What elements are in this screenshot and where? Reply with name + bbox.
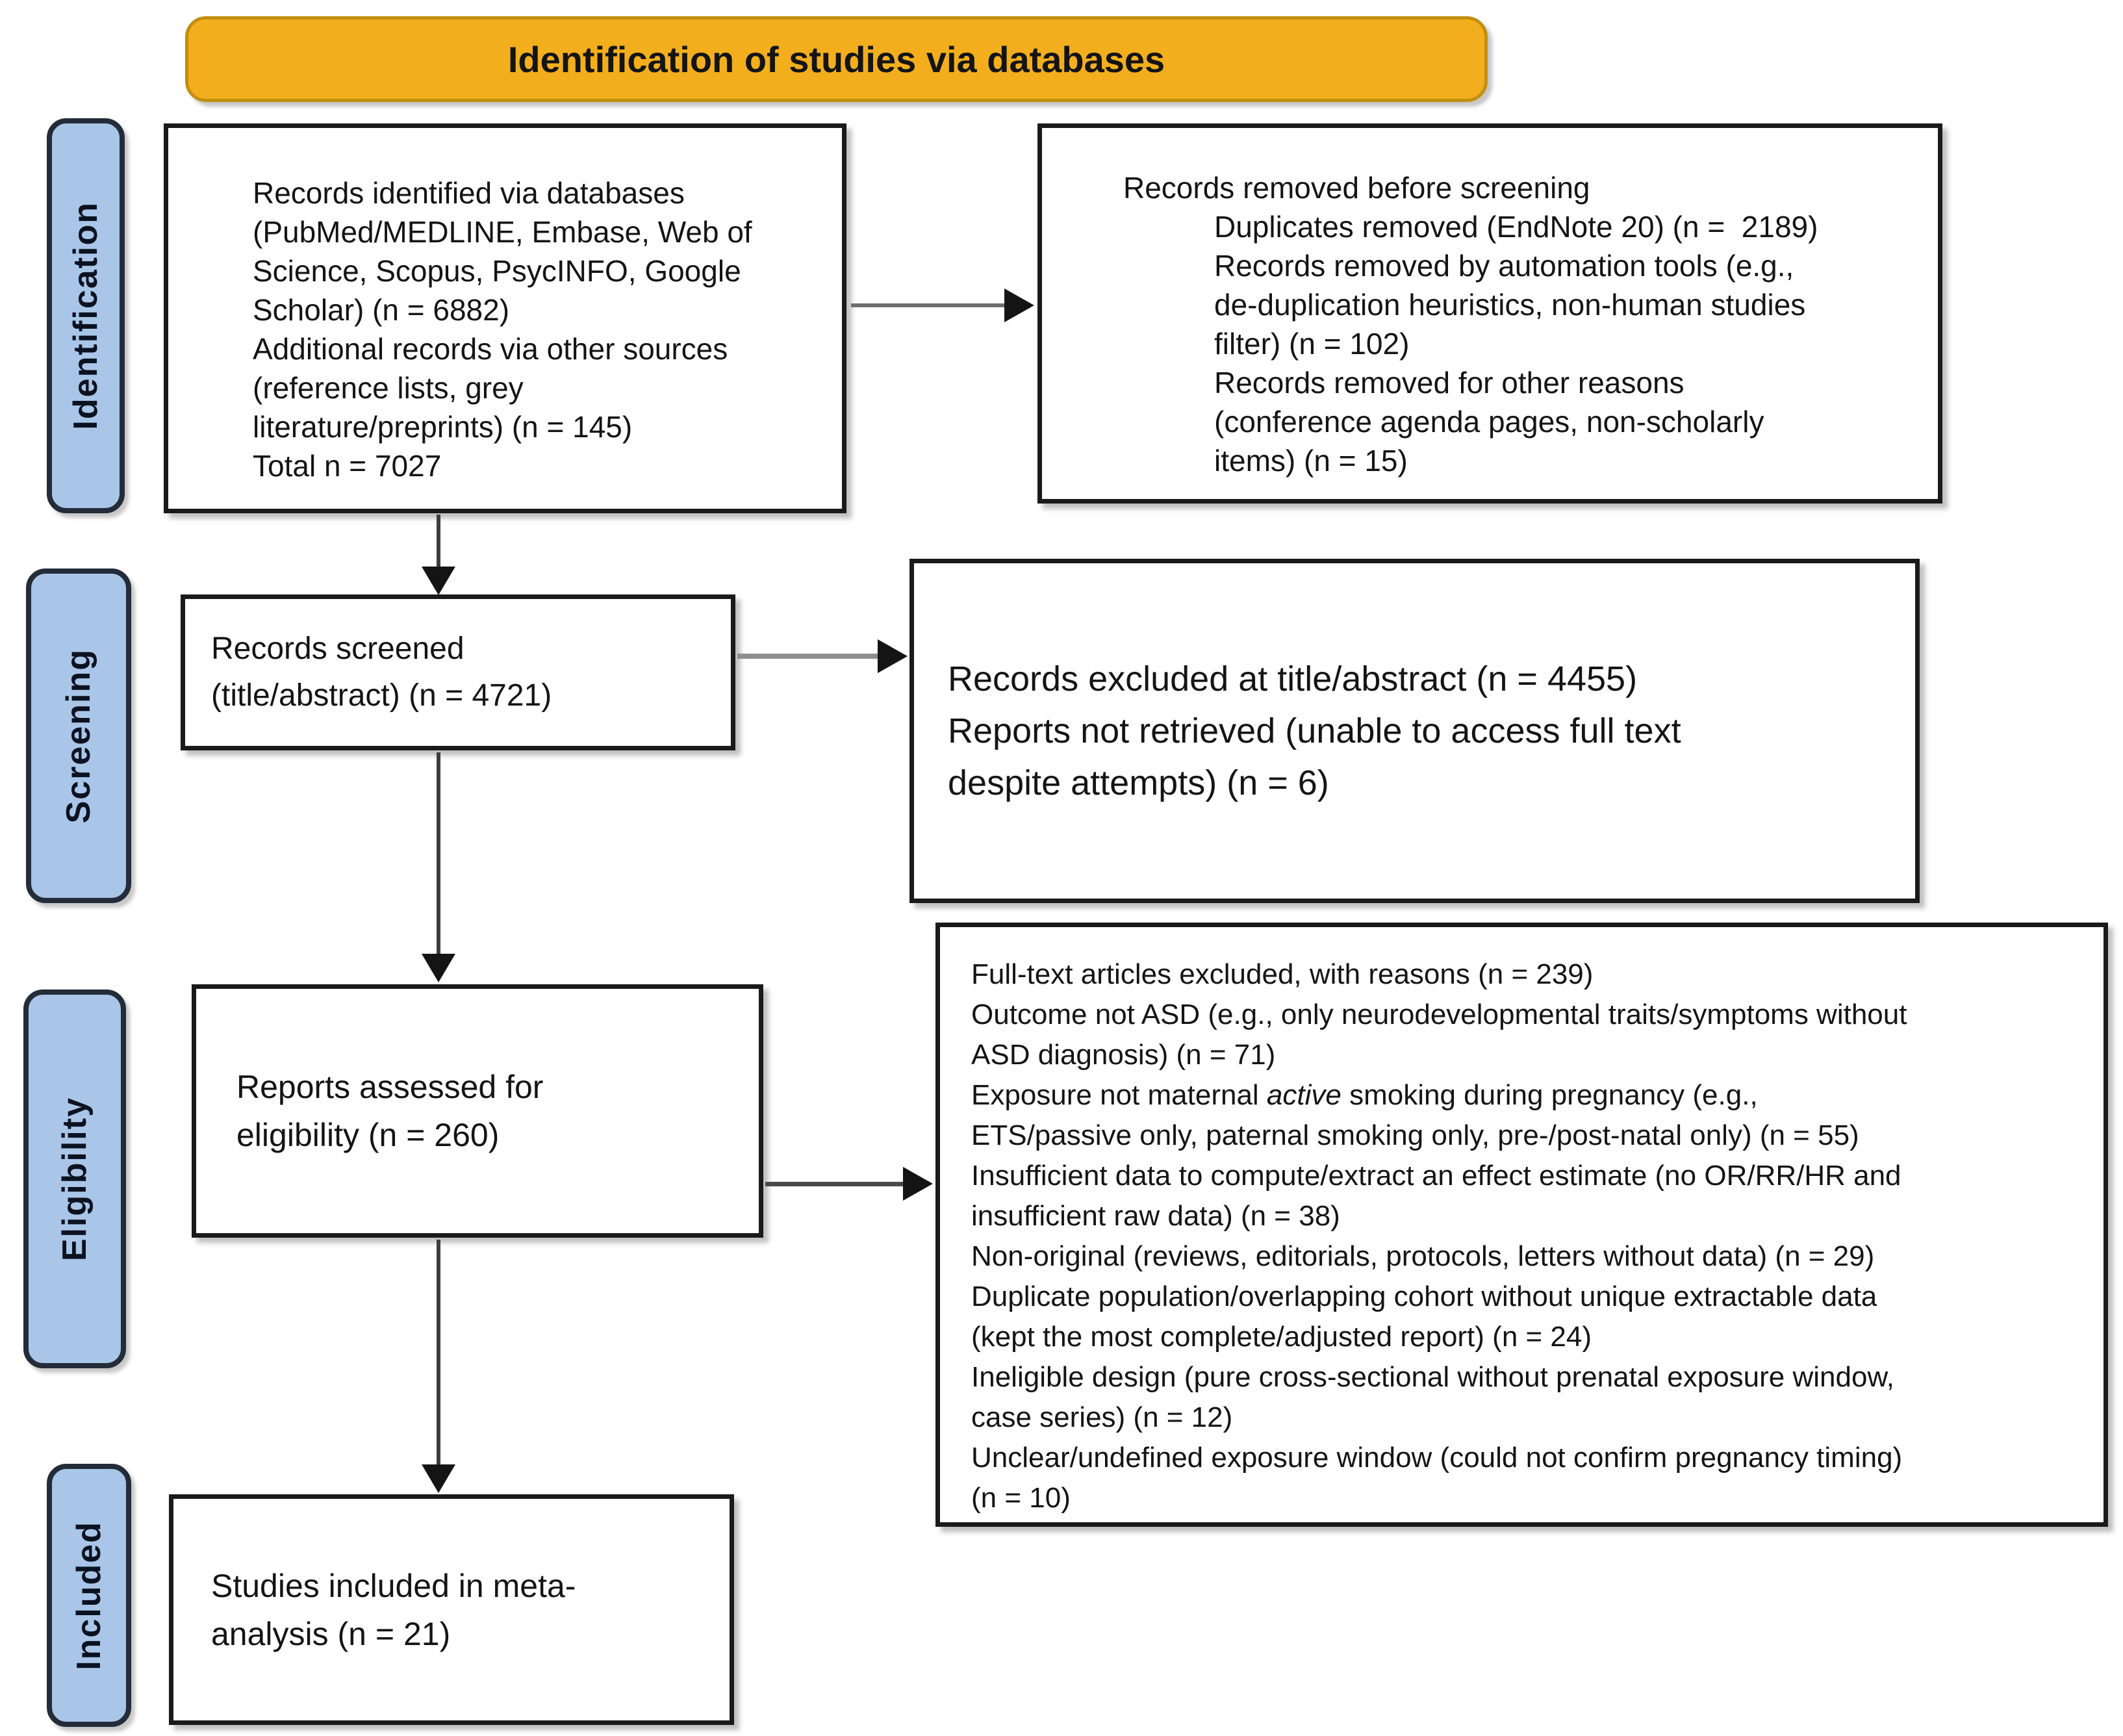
box-text-line: Reports not retrieved (unable to access … [948,711,1681,750]
stage-label-screening: Screening [26,568,131,903]
box-text-line: Total n = 7027 [253,449,442,483]
title-banner-label: Identification of studies via databases [507,38,1165,80]
arrowhead-down-icon [422,954,455,982]
box-text-line: (conference agenda pages, non-scholarly [1214,405,1764,439]
box-text-line: Records identified via databases [253,176,685,210]
box-text-line: Non-original (reviews, editorials, proto… [971,1240,1875,1272]
box-text-line: (n = 10) [971,1482,1071,1514]
arrowhead-down-icon [422,567,455,595]
box-text-line: (title/abstract) (n = 4721) [211,678,552,713]
arrowhead-right-icon [903,1167,933,1201]
box-text-line: Records removed by automation tools (e.g… [1214,249,1794,283]
studies-included-box: Studies included in meta-analysis (n = 2… [169,1494,734,1725]
box-text-line: case series) (n = 12) [971,1401,1233,1433]
box-text-line: eligibility (n = 260) [236,1117,500,1153]
records-identified-box: Records identified via databases (PubMed/… [164,123,846,513]
box-text-line: Ineligible design (pure cross-sectional … [971,1361,1895,1393]
box-text-line: Duplicate population/overlapping cohort … [971,1281,1877,1312]
arrow-line [437,752,440,955]
box-text-line: despite attempts) (n = 6) [948,763,1329,802]
box-text-line: analysis (n = 21) [211,1615,451,1652]
stage-label-screening-text: Screening [60,648,97,824]
arrow-line [765,1182,904,1186]
arrowhead-right-icon [878,639,908,673]
box-text-line: Duplicates removed (EndNote 20) (n = 218… [1214,210,1818,244]
arrow-line [851,303,1007,307]
box-text-line: Records excluded at title/abstract (n = … [948,659,1638,698]
box-text-line: Reports assessed for [236,1069,544,1105]
fulltext-excluded-box: Full-text articles excluded, with reason… [935,923,2108,1527]
box-text-line: Records removed before screening [1123,171,1590,205]
box-text-line: Outcome not ASD (e.g., only neurodevelop… [971,999,1907,1030]
box-text-line: ASD diagnosis) (n = 71) [971,1039,1276,1071]
box-text-line: Records screened [211,632,464,666]
arrow-line [737,654,879,659]
arrow-line [437,1240,440,1466]
stage-label-included: Included [47,1464,131,1727]
box-text-line: (PubMed/MEDLINE, Embase, Web of [253,215,752,249]
box-text-line: de-duplication heuristics, non-human stu… [1214,288,1806,322]
box-text-line: items) (n = 15) [1214,444,1408,478]
box-text-line: Additional records via other sources [253,332,728,366]
reports-assessed-box: Reports assessed for eligibility (n = 260… [192,984,763,1238]
box-text-line: filter) (n = 102) [1214,327,1410,361]
stage-label-included-text: Included [70,1520,108,1670]
box-text-line: Scholar) (n = 6882) [253,293,510,327]
stage-label-identification-text: Identification [67,201,105,430]
stage-label-eligibility: Eligibility [23,989,126,1368]
box-text-line: Full-text articles excluded, with reason… [971,958,1594,990]
box-text-line: Studies included in meta- [211,1567,576,1604]
box-text-line: (reference lists, grey [253,371,524,405]
stage-label-identification: Identification [47,118,125,513]
box-text-line: Science, Scopus, PsycINFO, Google [253,254,741,288]
stage-label-eligibility-text: Eligibility [56,1096,94,1262]
records-excluded-box: Records excluded at title/abstract (n = … [909,559,1920,903]
box-text-line: Records removed for other reasons [1214,366,1684,400]
box-text-line: insufficient raw data) (n = 38) [971,1200,1340,1232]
box-text-line: Insufficient data to compute/extract an … [971,1160,1901,1192]
box-text-line: Exposure not maternal active smoking dur… [971,1079,1758,1111]
title-banner: Identification of studies via databases [185,16,1488,102]
arrowhead-down-icon [422,1464,455,1493]
box-text-line: Unclear/undefined exposure window (could… [971,1442,1903,1474]
arrowhead-right-icon [1004,288,1034,322]
box-text-line: (kept the most complete/adjusted report)… [971,1321,1592,1353]
box-text-line: ETS/passive only, paternal smoking only,… [971,1119,1859,1151]
arrow-line [437,515,440,568]
records-screened-box: Records screened (title/abstract) (n = 47… [181,594,735,750]
box-text-line: literature/preprints) (n = 145) [253,410,633,444]
